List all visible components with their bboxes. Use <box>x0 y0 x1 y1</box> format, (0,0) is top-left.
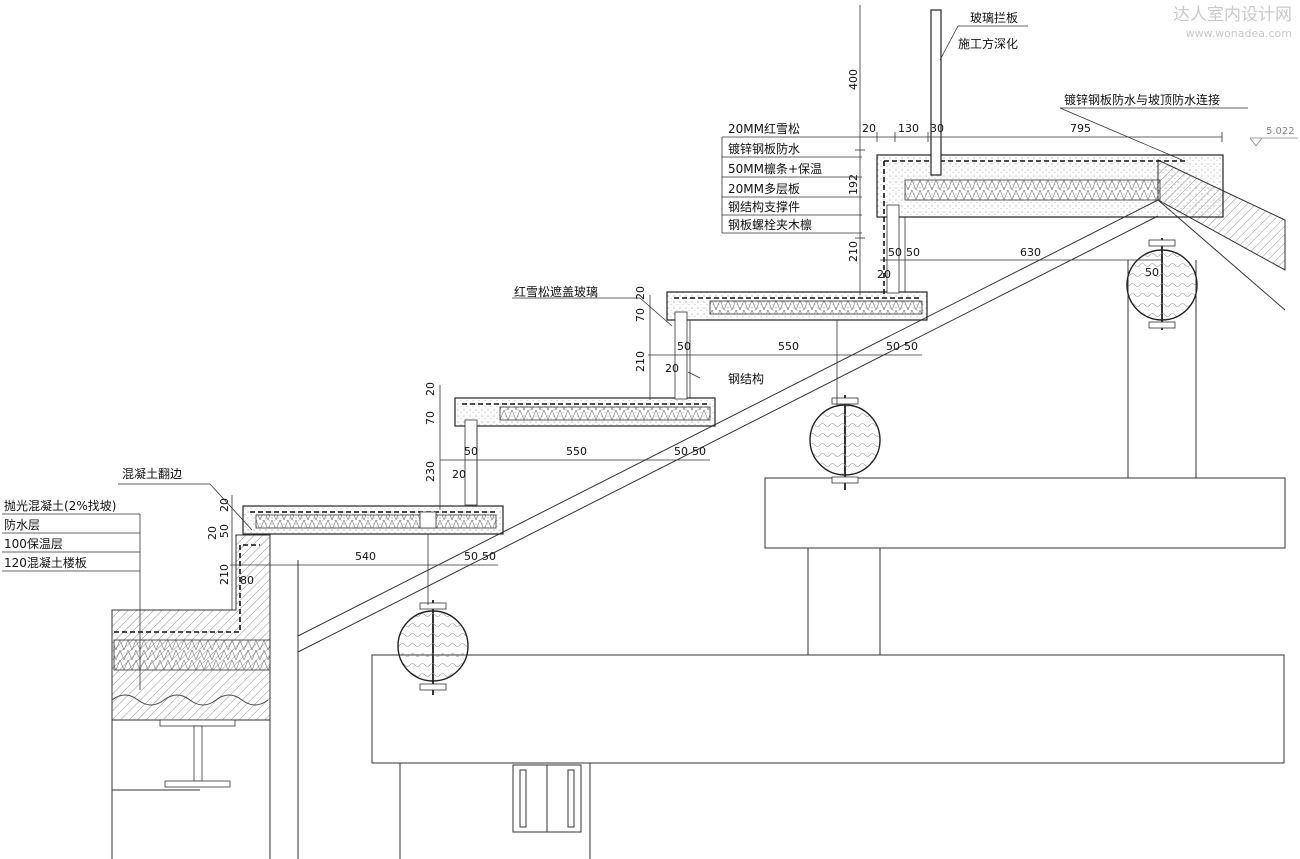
dim-20-s1-b: 20 <box>206 526 219 540</box>
roof-layer-2: 镀锌钢板防水 <box>728 141 800 156</box>
dimension-texts: 400 20 130 30 795 192 210 50 50 20 630 5… <box>206 69 1159 587</box>
callout-red-cedar-glass-cover: 红雪松遮盖玻璃 <box>514 284 598 299</box>
dim-20-s3: 20 <box>634 286 647 300</box>
dim-50-s2-b: 50 <box>674 445 688 458</box>
dim-630: 630 <box>1020 246 1041 259</box>
dim-540: 540 <box>355 550 376 563</box>
roof-layer-6: 钢板螺栓夹木檩 <box>728 217 812 232</box>
dim-210-top: 210 <box>847 241 860 262</box>
roof-layer-5: 钢结构支撑件 <box>728 199 800 214</box>
dim-50-s3-c: 50 <box>904 340 918 353</box>
floor-layer-2: 防水层 <box>4 517 40 532</box>
dim-550-s3: 550 <box>778 340 799 353</box>
dim-50-s2-c: 50 <box>692 445 706 458</box>
dim-192: 192 <box>847 174 860 195</box>
dim-400: 400 <box>847 69 860 90</box>
dim-795: 795 <box>1070 122 1091 135</box>
stair-step-top <box>876 154 1224 296</box>
dim-80: 80 <box>240 574 254 587</box>
stair-step-2 <box>454 397 716 506</box>
dim-550-s2: 550 <box>566 445 587 458</box>
callout-galvanized-waterproof-link: 镀锌钢板防水与坡顶防水连接 <box>1064 92 1220 107</box>
floor-layer-1: 抛光混凝土(2%找坡) <box>4 498 116 513</box>
dim-20-s3-b: 20 <box>665 362 679 375</box>
dim-50-s1-b: 50 <box>482 550 496 563</box>
roof-layer-legend: 20MM红雪松 镀锌钢板防水 50MM檩条+保温 20MM多层板 钢结构支撑件 … <box>728 121 822 232</box>
glass-railing <box>930 9 942 176</box>
dim-50-s3-b: 50 <box>886 340 900 353</box>
slope-rafters <box>297 199 1286 653</box>
watermark-url: www.wonadea.com <box>1186 27 1292 40</box>
dim-50-s1-a: 50 <box>464 550 478 563</box>
dim-20-s2: 20 <box>424 382 437 396</box>
timber-purlin-mid <box>809 395 881 490</box>
dim-210-s1: 210 <box>218 564 231 585</box>
callout-texts: 玻璃拦板 施工方深化 镀锌钢板防水与坡顶防水连接 红雪松遮盖玻璃 钢结构 混凝土… <box>122 11 1220 481</box>
dim-50-s3-a: 50 <box>677 340 691 353</box>
callout-steel-structure: 钢结构 <box>728 371 764 386</box>
dim-30: 30 <box>930 122 944 135</box>
watermark-title: 达人室内设计网 <box>1173 5 1292 25</box>
dim-210-s3: 210 <box>634 351 647 372</box>
dim-50-top-b: 50 <box>906 246 920 259</box>
dim-50-purlin: 50 <box>1145 266 1159 279</box>
building-structure <box>269 260 1286 859</box>
dim-20-s2-b: 20 <box>452 468 466 481</box>
elevation-marker: 5.022 <box>1249 126 1298 147</box>
dimension-lines <box>230 5 1223 610</box>
timber-purlin-low <box>397 600 469 695</box>
dim-50-top-a: 50 <box>888 246 902 259</box>
dim-20-top: 20 <box>862 122 876 135</box>
floor-layer-3: 100保温层 <box>4 537 63 551</box>
dim-70-s2: 70 <box>424 411 437 425</box>
dim-70-s3: 70 <box>634 308 647 322</box>
timber-purlin-top <box>1126 238 1198 330</box>
roof-layer-4: 20MM多层板 <box>728 182 800 196</box>
dim-130: 130 <box>898 122 919 135</box>
callout-concrete-upturn: 混凝土翻边 <box>122 466 182 481</box>
dim-20-top-b: 20 <box>877 268 891 281</box>
floor-layer-legend: 抛光混凝土(2%找坡) 防水层 100保温层 120混凝土楼板 <box>4 498 116 570</box>
dim-230-s2: 230 <box>424 461 437 482</box>
callout-glass-railing-note: 施工方深化 <box>958 36 1018 51</box>
callout-glass-railing: 玻璃拦板 <box>970 11 1018 25</box>
floor-layer-4: 120混凝土楼板 <box>4 555 87 570</box>
roof-layer-3: 50MM檩条+保温 <box>728 161 822 176</box>
stair-step-1 <box>242 505 504 605</box>
dim-20-s1: 20 <box>218 498 231 512</box>
roof-layer-1: 20MM红雪松 <box>728 121 800 136</box>
leader-lines <box>2 25 1248 690</box>
stair-step-3 <box>666 291 928 405</box>
dim-50-s2-a: 50 <box>464 445 478 458</box>
dim-50-s1-v: 50 <box>218 524 231 538</box>
elevation-value: 5.022 <box>1266 126 1295 137</box>
